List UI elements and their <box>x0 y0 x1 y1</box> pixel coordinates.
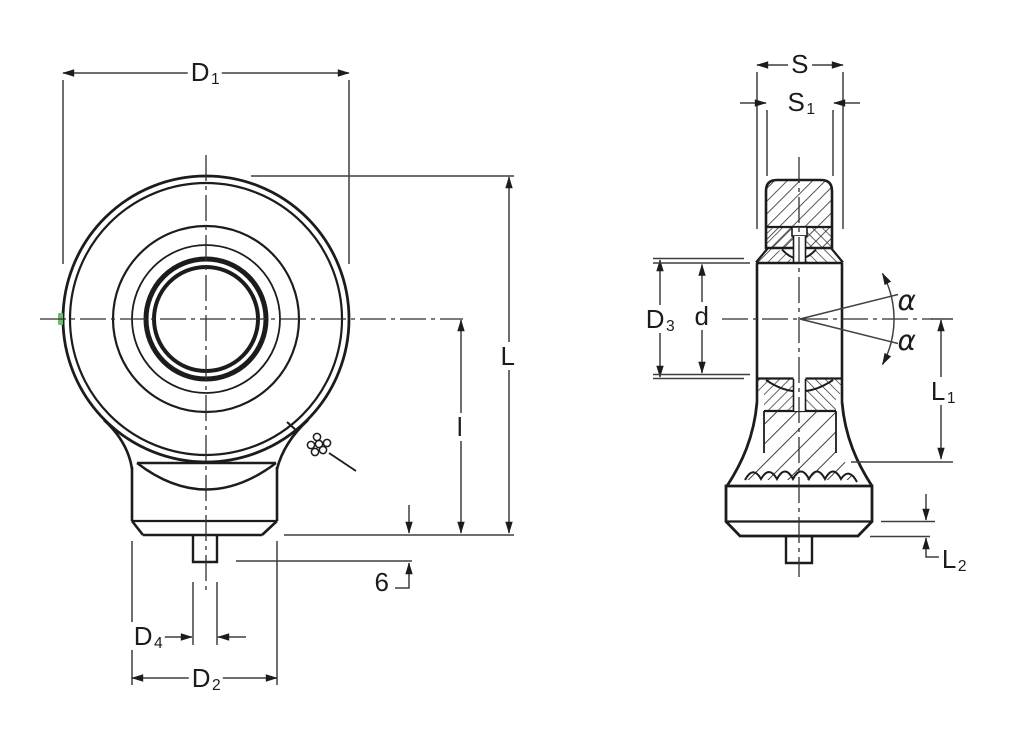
upper-shoulder-left-slope <box>755 247 769 264</box>
label-main: α <box>897 284 917 317</box>
alpha-ray-lower <box>799 318 899 345</box>
label-main: L <box>930 376 946 406</box>
dimension-label-d: d <box>691 301 713 331</box>
label-main: D <box>191 663 212 693</box>
shank-left-chamfer <box>130 520 145 536</box>
dimension-label-d2: D2 <box>188 663 224 695</box>
dimension-label-l: l <box>455 412 465 442</box>
dimension-label-L1: L1 <box>927 376 959 408</box>
label-main: S <box>791 49 809 79</box>
front-view <box>58 174 357 564</box>
inner-band-left-hatch <box>766 227 799 248</box>
flare-left <box>725 401 759 487</box>
grease-fitting-tick <box>286 421 298 432</box>
label-subscript: 2 <box>957 558 968 576</box>
dimension-label-L2: L2 <box>938 544 970 576</box>
grease-fitting-thread <box>306 440 316 450</box>
grease-fitting-thread <box>312 432 322 442</box>
shank-right-fillet <box>275 419 309 470</box>
label-subscript: 1 <box>806 101 816 119</box>
dimension-label-L: L <box>497 341 519 371</box>
label-subscript: 1 <box>211 71 221 89</box>
label-subscript: 3 <box>666 318 676 336</box>
upper-shoulder-right-slope <box>830 247 844 264</box>
lower-band-left-hatch <box>764 394 799 411</box>
label-main: L <box>500 341 516 371</box>
label-subscript: 4 <box>154 635 164 653</box>
label-main: l <box>456 412 464 442</box>
dimension-label-d3: D3 <box>642 304 678 336</box>
label-main: α <box>897 324 917 357</box>
dimension-label-d1: D1 <box>187 57 223 89</box>
dimension-label-d4: D4 <box>130 621 166 653</box>
stud-front <box>191 535 219 564</box>
l2-arrow-lower <box>922 537 939 558</box>
grease-fitting-thread <box>318 445 328 455</box>
grease-fitting-thread <box>310 447 320 457</box>
six-arrow-lower <box>395 562 413 589</box>
grease-fitting-thread <box>322 438 332 448</box>
shank-left-fillet <box>103 419 134 470</box>
flare-right <box>840 401 874 487</box>
lower-band-right-hatch <box>799 394 836 411</box>
dimension-label-six: 6 <box>371 567 393 597</box>
shank-right-chamfer <box>261 520 278 536</box>
dimension-annotations <box>62 61 953 685</box>
alpha-ray-upper <box>799 293 899 320</box>
label-main: 6 <box>374 567 390 597</box>
centerlines <box>40 155 933 590</box>
label-main: S <box>787 87 806 117</box>
label-subscript: 1 <box>946 390 957 408</box>
label-main: D <box>190 57 211 87</box>
bore-slot-lower <box>793 377 806 411</box>
dimension-label-alpha-lower: α <box>898 327 917 355</box>
dimension-label-s: S <box>788 50 812 78</box>
alpha-arc <box>881 272 895 366</box>
label-main: d <box>694 301 710 331</box>
dimension-label-alpha-upper: α <box>898 287 917 315</box>
grease-fitting <box>286 421 357 472</box>
dimension-label-s1: S1 <box>784 87 818 119</box>
grease-fitting-leader <box>328 452 357 472</box>
grease-fitting-thread <box>314 439 324 449</box>
label-main: L <box>941 544 957 574</box>
label-subscript: 2 <box>212 677 222 695</box>
weld-bead-scallops <box>744 470 858 483</box>
label-main: D <box>645 304 666 334</box>
label-main: D <box>133 621 154 651</box>
